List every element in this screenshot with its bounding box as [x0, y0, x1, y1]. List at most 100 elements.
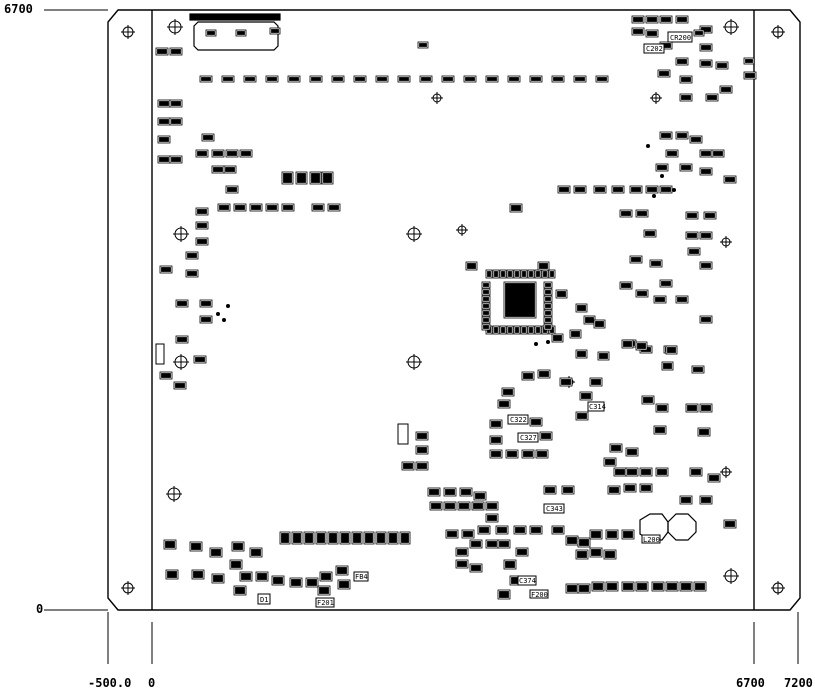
component-footprint: [550, 271, 554, 277]
component-footprint: [473, 503, 483, 509]
component-footprint: [501, 271, 505, 277]
component-footprint: [553, 335, 562, 341]
component-footprint: [457, 561, 467, 567]
component-footprint: [557, 291, 566, 297]
component-footprint: [171, 49, 181, 54]
component-footprint: [633, 17, 643, 22]
component-footprint: [197, 151, 207, 156]
fiducial-crosshair: [723, 568, 739, 584]
component-footprint: [471, 565, 481, 571]
component-footprint: [647, 31, 657, 36]
fiducial-crosshair: [166, 486, 182, 502]
component-footprint: [445, 503, 455, 509]
component-footprint: [553, 527, 563, 533]
component-footprint: [637, 291, 647, 296]
component-footprint: [187, 271, 197, 276]
label-f200: F200: [531, 591, 548, 599]
component-footprint: [483, 311, 489, 315]
label-c327: C327: [520, 434, 537, 442]
component-footprint: [721, 87, 731, 92]
component-footprint: [595, 321, 604, 327]
component-footprint: [223, 77, 233, 81]
component-footprint: [593, 583, 603, 590]
component-footprint: [227, 187, 237, 192]
component-footprint: [241, 151, 251, 156]
component-footprint: [645, 231, 655, 236]
component-footprint: [175, 383, 185, 388]
component-footprint: [197, 223, 207, 228]
component-footprint: [621, 211, 631, 216]
component-footprint: [531, 77, 541, 81]
component-footprint: [483, 283, 489, 287]
component-footprint: [541, 433, 551, 439]
component-footprint: [483, 304, 489, 308]
component-footprint: [177, 301, 187, 306]
mounting-holes: [121, 25, 785, 595]
component-footprint: [289, 77, 299, 81]
component-footprint: [522, 327, 526, 333]
component-footprint: [699, 429, 709, 435]
component-footprint: [245, 77, 255, 81]
component-footprint: [661, 133, 671, 138]
component-footprint: [605, 459, 615, 465]
component-footprint: [399, 77, 409, 81]
component-footprint: [213, 575, 223, 582]
component-footprint: [531, 419, 541, 425]
board-outline: [107, 9, 801, 611]
component-footprint: [545, 325, 551, 329]
component-footprint: [165, 541, 175, 548]
component-footprint: [701, 61, 711, 66]
component-footprint: [317, 533, 325, 543]
component-footprint: [241, 573, 251, 580]
component-footprint: [701, 405, 711, 411]
component-footprint: [505, 561, 515, 568]
component-footprint: [623, 341, 632, 347]
component-footprint: [681, 95, 691, 100]
component-footprint: [707, 95, 717, 100]
component-footprint: [319, 587, 329, 594]
component-footprint: [515, 327, 519, 333]
component-footprint: [171, 119, 181, 124]
component-footprint: [529, 271, 533, 277]
component-footprint: [508, 271, 512, 277]
component-footprint: [536, 327, 540, 333]
component-footprint: [507, 451, 517, 457]
label-fb4: FB4: [355, 573, 368, 581]
component-footprint: [201, 301, 211, 306]
label-d1: D1: [260, 596, 268, 604]
component-footprint: [607, 583, 617, 590]
component-footprint: [627, 449, 637, 455]
component-footprint: [631, 257, 641, 262]
component-footprint: [577, 305, 586, 311]
component-footprint: [171, 157, 181, 162]
label-l200: L200: [643, 536, 660, 544]
component-footprint: [545, 283, 551, 287]
component-footprint: [273, 577, 283, 584]
component-footprint: [417, 463, 427, 469]
component-footprint: [655, 297, 665, 302]
component-footprint: [545, 487, 555, 493]
component-footprint: [187, 253, 197, 258]
component-footprint: [567, 585, 577, 592]
component-footprint: [305, 533, 313, 543]
via-dot: [652, 194, 656, 198]
component-footprint: [579, 539, 589, 546]
fiducial-crosshair: [650, 92, 662, 104]
component-footprint: [505, 283, 535, 317]
label-c202: C202: [646, 45, 663, 53]
component-footprint: [681, 583, 691, 590]
component-footprint: [225, 167, 235, 172]
component-footprint: [459, 503, 469, 509]
mounting-hole-bottom-left: [121, 581, 135, 595]
component-footprint: [447, 531, 457, 537]
component-footprint: [503, 389, 513, 395]
component-footprint: [283, 173, 292, 183]
component-footprint: [487, 271, 491, 277]
component-footprint: [307, 579, 317, 586]
component-footprint: [545, 311, 551, 315]
component-footprint: [471, 541, 481, 547]
via-dot: [226, 304, 230, 308]
component-footprint: [641, 469, 651, 475]
component-footprint: [567, 537, 577, 544]
component-footprint: [227, 151, 237, 156]
